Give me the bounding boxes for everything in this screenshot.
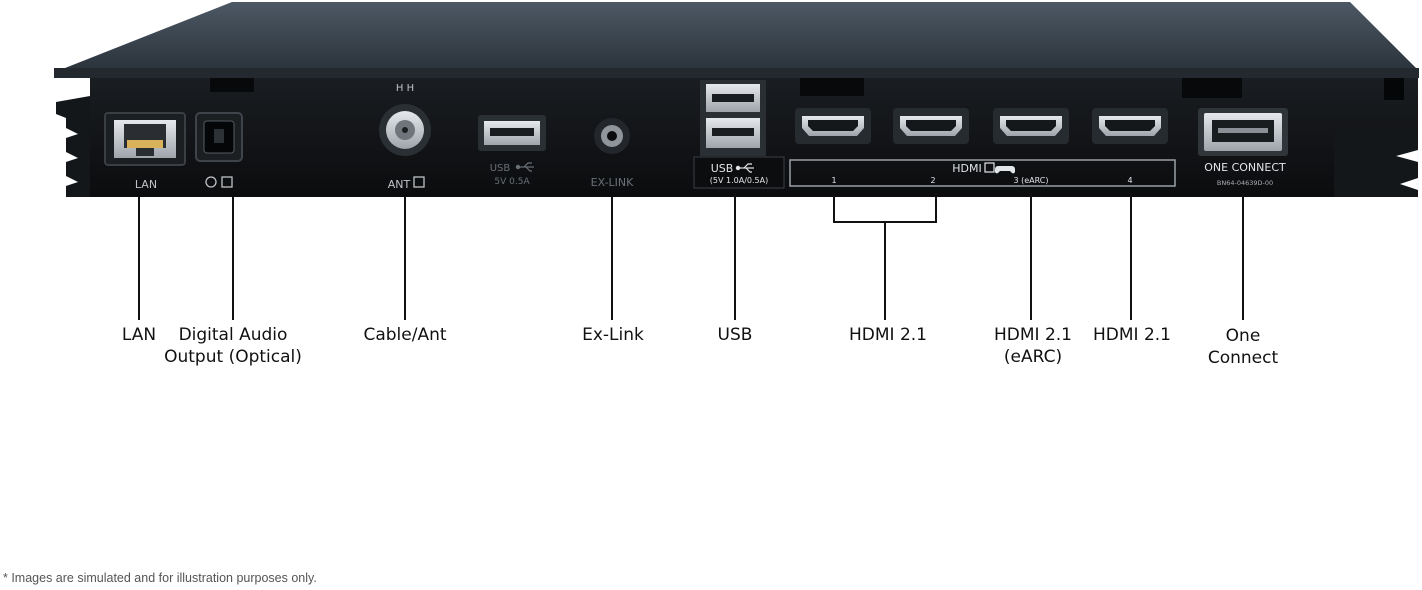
callout-hdmi-3-line-2: (eARC) — [1003, 347, 1063, 367]
callout-one-connect-line-2: Connect — [1207, 348, 1279, 368]
leader-line-hdmi12 — [833, 193, 937, 223]
callout-hdmi-1-2: HDMI 2.1 — [849, 324, 927, 346]
lan-print: LAN — [135, 178, 157, 191]
usb-port-icon — [478, 115, 546, 151]
hdmi-port-2-print: 2 — [930, 176, 935, 185]
hdmi-port-icon — [1092, 108, 1168, 144]
callout-digital-audio-output: Digital Audio Output (Optical) — [164, 324, 302, 368]
lan-port-icon — [104, 112, 186, 166]
coax-port-icon — [379, 104, 431, 156]
callout-one-connect-line-1: One — [1225, 326, 1261, 346]
panel-slot — [800, 78, 864, 96]
callout-hdmi-3-line-1: HDMI 2.1 — [994, 325, 1072, 345]
callout-digital-audio-line-1: Digital Audio — [178, 325, 288, 345]
usb-label-plate — [693, 156, 785, 189]
hdmi-port-4-print: 4 — [1127, 176, 1132, 185]
model-code-print: BN64-04639D-00 — [1217, 179, 1273, 187]
callout-cable-ant-line-1: Cable/Ant — [363, 325, 447, 345]
chassis-top-surface — [60, 2, 1418, 70]
callout-hdmi-4-line-1: HDMI 2.1 — [1093, 325, 1171, 345]
hdmi-port-3-print: 3 (eARC) — [1013, 176, 1048, 185]
callout-hdmi-1-2-line-1: HDMI 2.1 — [849, 325, 927, 345]
usb-port-icon — [700, 80, 766, 156]
one-connect-port-icon — [1198, 108, 1288, 156]
front-usb-print: USB — [711, 162, 734, 175]
callout-cable-ant: Cable/Ant — [363, 324, 446, 346]
panel-printing: LAN H H ANT USB 5V 0.5A EX-LINK USB (5V … — [135, 83, 1286, 191]
ex-link-jack-icon — [594, 118, 630, 154]
panel-slot — [210, 78, 254, 92]
hdmi-group-print: HDMI — [952, 162, 981, 175]
front-usb-rating-print: (5V 1.0A/0.5A) — [710, 176, 768, 185]
exlink-print: EX-LINK — [591, 176, 635, 189]
callout-one-connect: One Connect — [1208, 325, 1278, 369]
rf-symbol-print: H H — [396, 83, 414, 94]
usb-symbol-icon — [515, 162, 534, 172]
gamepad-icon — [995, 166, 1015, 174]
chassis-front-edge — [54, 68, 1419, 78]
chassis-left-fins — [56, 78, 90, 197]
optical-port-icon — [195, 112, 243, 162]
hdmi-port-icon — [795, 108, 871, 144]
callout-hdmi-3-earc: HDMI 2.1 (eARC) — [994, 324, 1072, 368]
chassis-right-notch — [1384, 78, 1404, 100]
rear-usb-print: USB — [490, 163, 511, 174]
callout-ex-link: Ex-Link — [582, 324, 644, 346]
chassis-right-fin — [1334, 132, 1418, 197]
panel-slot — [1182, 78, 1242, 98]
callout-usb: USB — [718, 324, 753, 346]
callout-hdmi-4: HDMI 2.1 — [1093, 324, 1171, 346]
hdmi-port-icon — [893, 108, 969, 144]
callout-usb-line-1: USB — [717, 325, 753, 345]
ant-print: ANT — [388, 178, 411, 191]
callout-lan: LAN — [122, 324, 156, 346]
callout-digital-audio-line-2: Output (Optical) — [164, 347, 302, 367]
one-connect-print: ONE CONNECT — [1204, 161, 1286, 174]
hdmi-label-box — [789, 159, 1176, 187]
rear-usb-rating-print: 5V 0.5A — [494, 177, 530, 187]
callout-ex-link-line-1: Ex-Link — [582, 325, 644, 345]
optical-print-icon — [205, 176, 233, 188]
callout-leader-lines — [138, 193, 1244, 320]
hdmi-port-icon — [993, 108, 1069, 144]
callout-lan-line-1: LAN — [121, 325, 157, 345]
disclaimer-text: * Images are simulated and for illustrat… — [3, 571, 317, 585]
hdmi-port-1-print: 1 — [831, 176, 836, 185]
usb-symbol-icon — [735, 163, 754, 173]
